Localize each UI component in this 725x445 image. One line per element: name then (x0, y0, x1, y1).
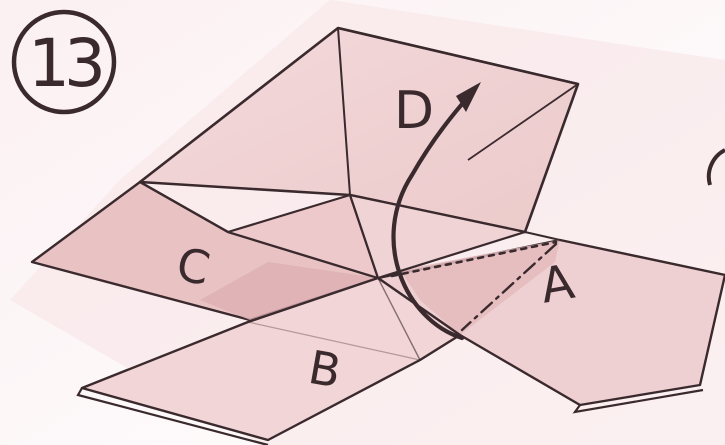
label-d: D (394, 81, 434, 141)
step-badge: 13 (14, 12, 114, 112)
step-number: 13 (28, 25, 101, 102)
